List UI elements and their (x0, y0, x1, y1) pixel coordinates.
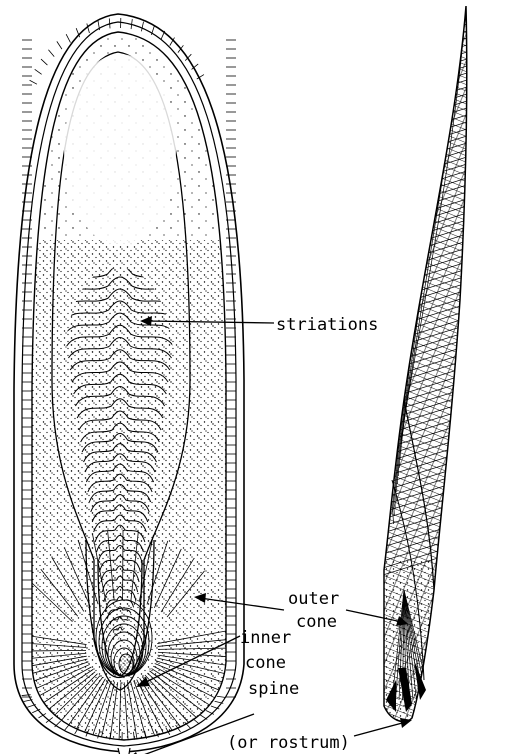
label-inner-cone-2: cone (245, 653, 286, 673)
wall-tick (57, 41, 62, 49)
wall-tick (200, 715, 207, 720)
spine-tip (118, 748, 130, 754)
wall-tick (109, 18, 110, 28)
guard-section (12, 14, 244, 754)
label-rostrum: (or rostrum) (227, 733, 350, 753)
label-inner-cone-1: inner (240, 628, 291, 648)
label-spine: spine (248, 679, 299, 699)
wall-tick (66, 34, 70, 42)
wall-tick (35, 69, 42, 74)
wall-tick (30, 80, 37, 84)
label-outer-cone-2: cone (296, 612, 337, 632)
wall-tick (217, 696, 226, 697)
label-outer-cone-1: outer (288, 589, 339, 609)
side-view (370, 0, 480, 730)
wall-tick (193, 719, 200, 724)
wall-tick (141, 22, 143, 32)
wall-tick (41, 59, 47, 65)
wall-tick (48, 50, 54, 57)
label-striations: striations (276, 315, 378, 335)
wall-tick (64, 724, 69, 731)
spine-leader-right (354, 722, 406, 736)
